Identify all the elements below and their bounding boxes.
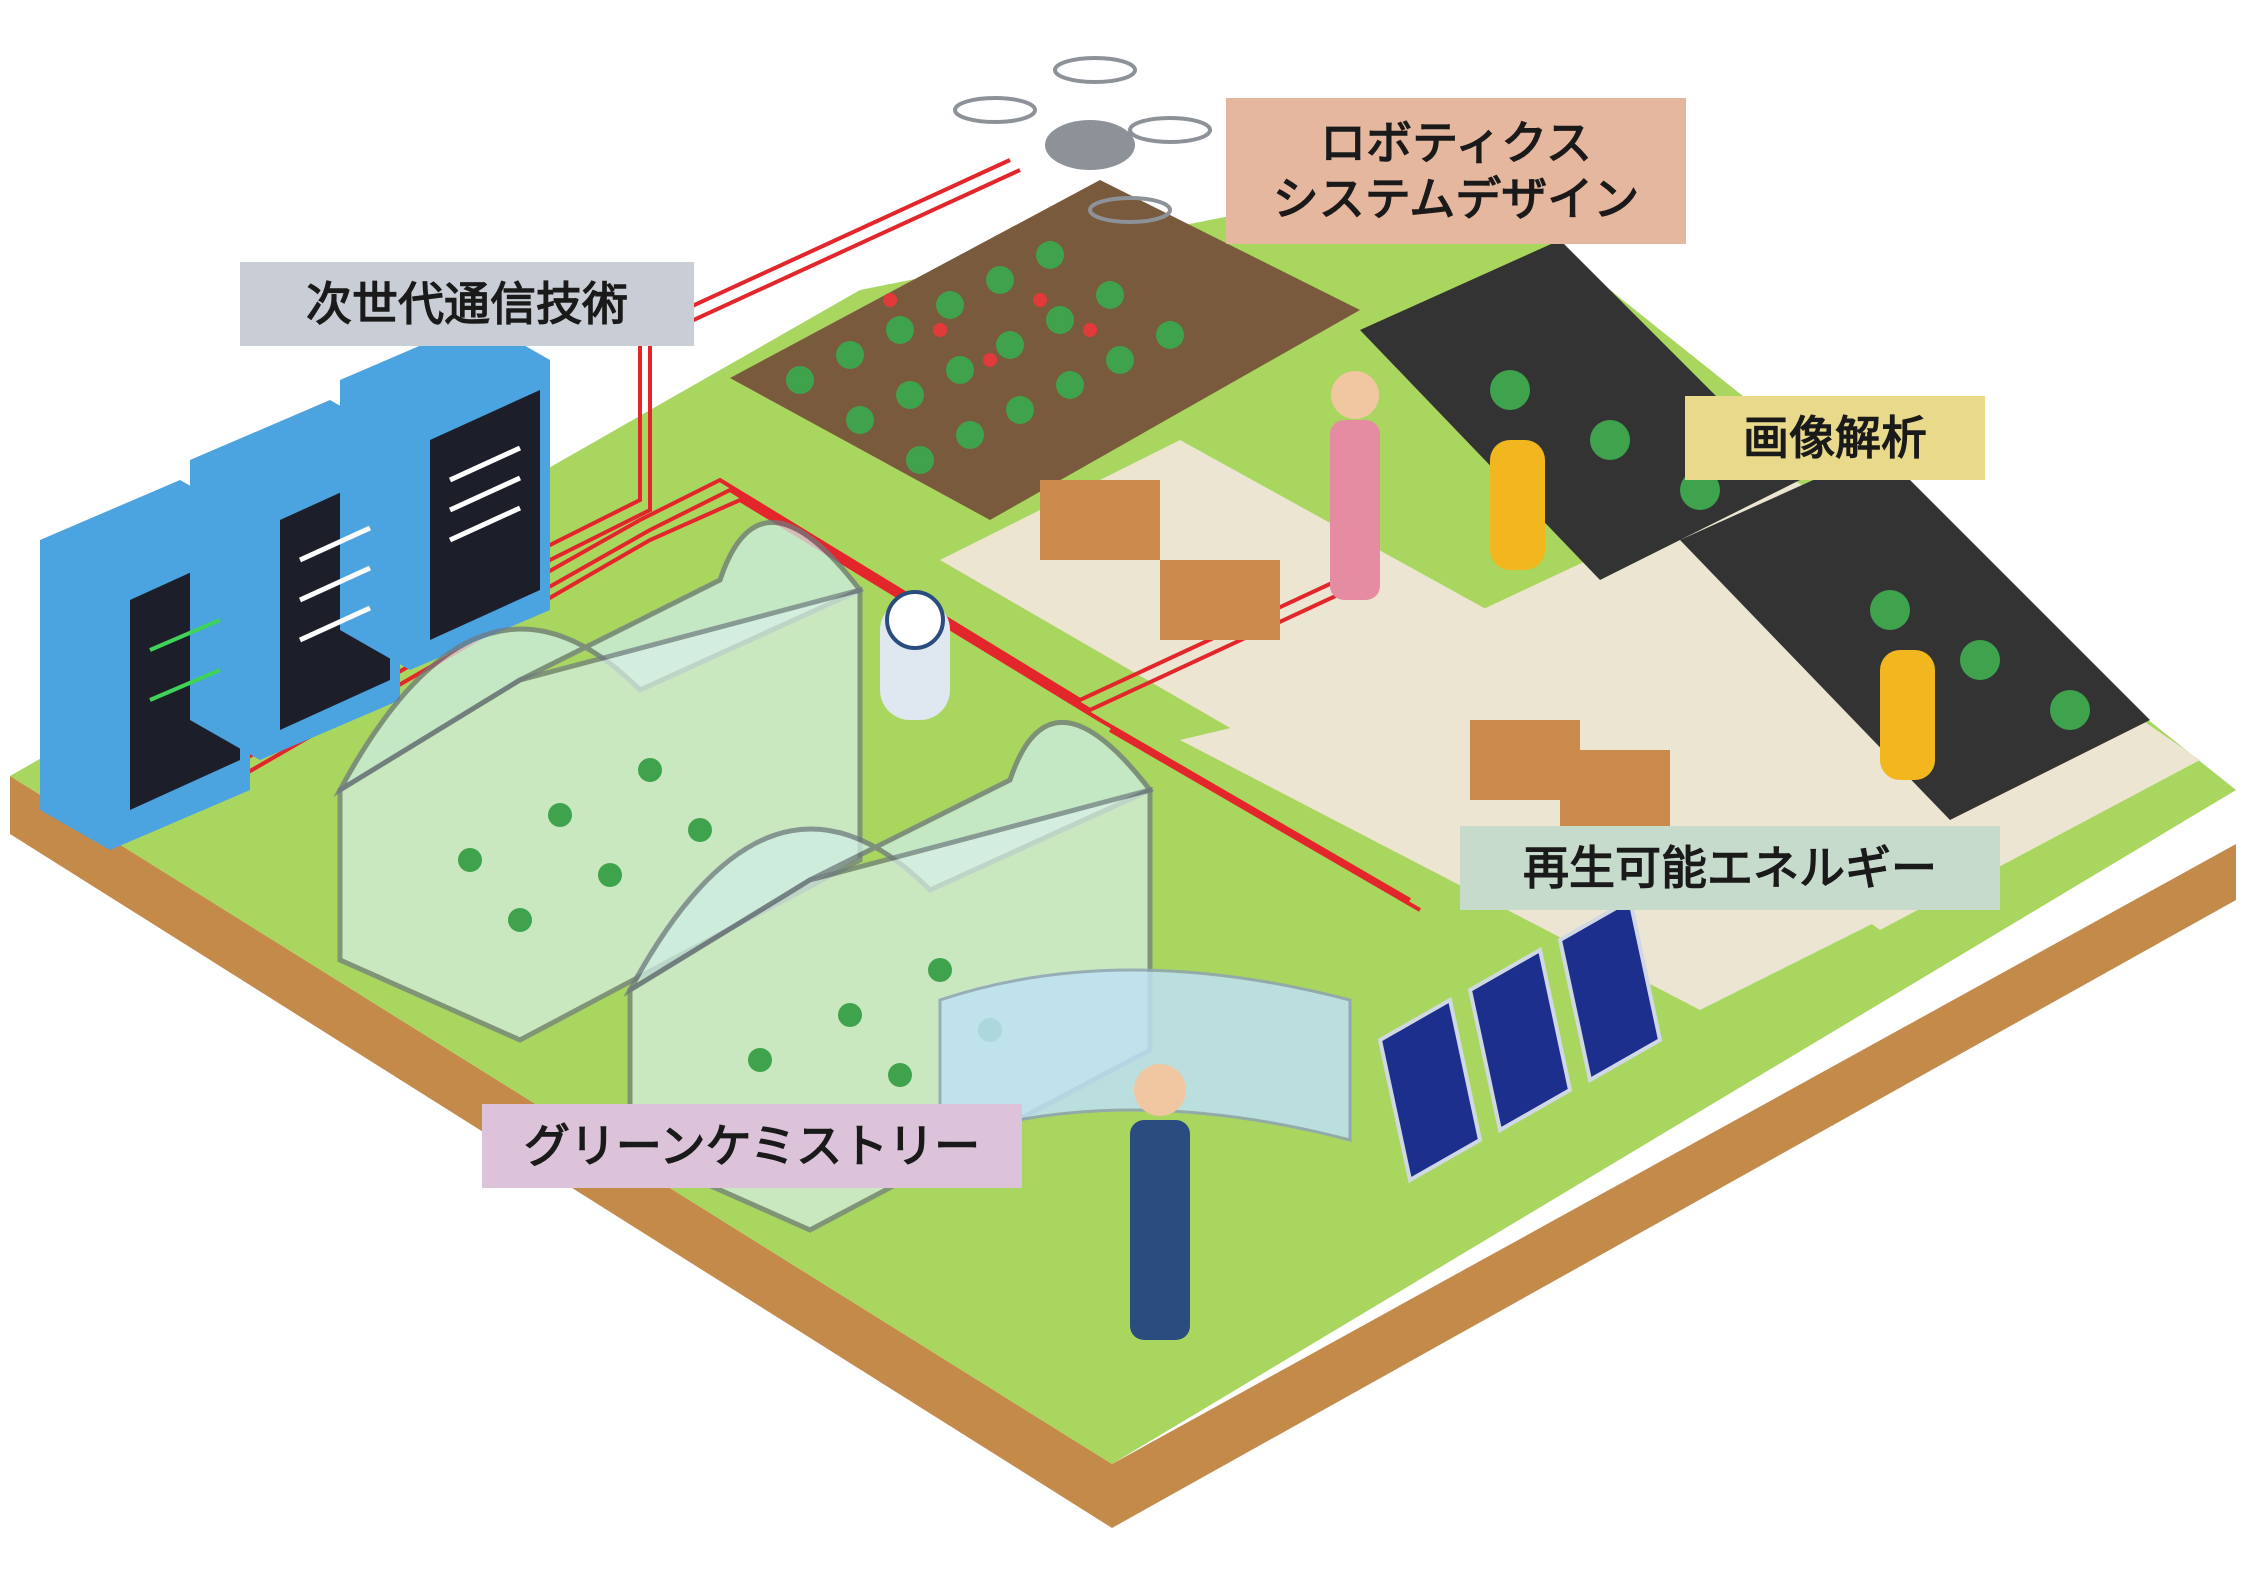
label-next-gen-communication: 次世代通信技術 <box>240 262 694 346</box>
label-renewable-energy: 再生可能エネルギー <box>1460 826 2000 910</box>
workers <box>880 371 1380 1340</box>
produce-crates <box>1040 480 1670 830</box>
label-image-analysis: 画像解析 <box>1685 396 1985 480</box>
vegetable-plot <box>730 180 1360 520</box>
drone <box>953 56 1212 224</box>
label-green-chemistry: グリーンケミストリー <box>482 1104 1022 1188</box>
label-robotics-system-design: ロボティクス システムデザイン <box>1226 98 1686 244</box>
control-screens <box>938 968 1352 1143</box>
conveyor-lines <box>1360 240 2150 820</box>
server-racks <box>40 320 550 850</box>
solar-panels <box>1377 896 1663 1184</box>
